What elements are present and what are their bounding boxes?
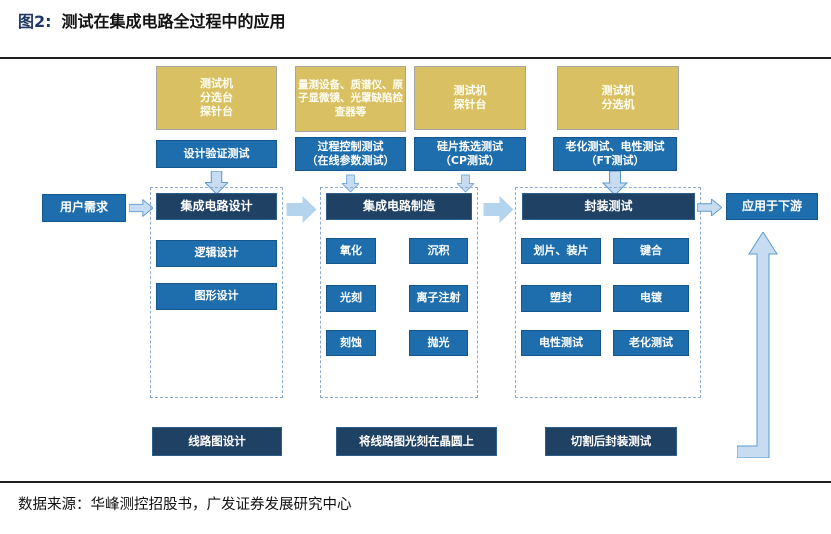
test-line: 过程控制测试	[317, 139, 384, 153]
step-box: 氧化	[326, 238, 376, 264]
stage-container-design	[150, 187, 283, 398]
step-label: 刻蚀	[340, 335, 362, 349]
data-source: 数据来源：华峰测控招股书，广发证券发展研究中心	[18, 497, 352, 513]
figure-label: 图2:	[18, 12, 52, 31]
input-box-user-demand: 用户需求	[42, 194, 126, 222]
stage-container-manufacturing	[320, 187, 478, 398]
equipment-box-ft: 测试机 分选机	[557, 66, 679, 130]
step-box: 逻辑设计	[156, 240, 277, 267]
step-box: 键合	[613, 238, 689, 264]
step-box: 塑封	[521, 285, 601, 312]
right-arrow-icon	[483, 196, 514, 223]
equipment-line: 测试机	[601, 83, 635, 97]
test-box-process-control: 过程控制测试 （在线参数测试）	[295, 137, 406, 171]
right-arrow-icon	[129, 199, 153, 217]
step-box: 刻蚀	[326, 330, 376, 356]
test-box-cp: 硅片拣选测试 （CP测试）	[414, 137, 526, 171]
step-box: 离子注射	[409, 285, 468, 312]
top-divider	[0, 57, 831, 59]
step-box: 图形设计	[156, 283, 277, 310]
step-box: 光刻	[326, 285, 376, 312]
figure-title: 测试在集成电路全过程中的应用	[61, 12, 286, 31]
equipment-line: 量测设备、质谱仪、原子显微镜、光罩缺陷检查器等	[298, 78, 403, 118]
equipment-box-process: 量测设备、质谱仪、原子显微镜、光罩缺陷检查器等	[295, 66, 406, 132]
step-box: 沉积	[409, 238, 468, 264]
right-arrow-icon	[697, 199, 722, 216]
stage-title-label: 封装测试	[584, 198, 633, 213]
step-label: 逻辑设计	[194, 246, 239, 260]
down-arrow-icon	[602, 171, 628, 195]
down-arrow-icon	[205, 171, 228, 194]
right-arrow-icon	[286, 196, 317, 223]
equipment-box-design: 测试机 分选台 探针台	[156, 66, 277, 130]
step-label: 电镀	[640, 291, 662, 305]
output-label: 应用于下游	[741, 198, 802, 213]
step-box: 抛光	[409, 330, 468, 356]
stage-title-packaging: 封装测试	[522, 193, 695, 220]
stage-footer-box: 线路图设计	[152, 427, 282, 456]
step-box: 老化测试	[613, 330, 689, 356]
test-box-ft: 老化测试、电性测试 （FT测试）	[553, 137, 677, 171]
equipment-box-cp: 测试机 探针台	[414, 66, 526, 130]
stage-container-packaging	[515, 187, 701, 398]
test-line: （CP测试）	[439, 154, 501, 167]
equipment-line: 探针台	[200, 105, 233, 119]
test-line: 设计验证测试	[183, 146, 250, 160]
stage-footer-label: 线路图设计	[188, 434, 246, 449]
figure-header: 图2: 测试在集成电路全过程中的应用	[18, 8, 286, 32]
step-label: 氧化	[340, 243, 362, 257]
step-label: 沉积	[427, 243, 450, 257]
test-line: （在线参数测试）	[306, 154, 395, 167]
up-return-arrow-icon	[737, 232, 781, 458]
step-label: 图形设计	[194, 289, 239, 303]
stage-title-design: 集成电路设计	[156, 193, 277, 220]
step-label: 划片、装片	[533, 243, 589, 257]
test-line: （FT测试）	[585, 154, 645, 167]
step-box: 划片、装片	[521, 238, 601, 264]
step-label: 离子注射	[416, 291, 461, 305]
step-box: 电镀	[613, 285, 689, 312]
stage-footer-label: 切割后封装测试	[570, 434, 652, 449]
stage-footer-label: 将线路图光刻在晶圆上	[359, 434, 474, 449]
output-box-downstream: 应用于下游	[726, 193, 818, 220]
stage-title-manufacturing: 集成电路制造	[326, 193, 472, 220]
test-line: 硅片拣选测试	[437, 139, 503, 153]
equipment-line: 测试机	[200, 76, 233, 90]
stage-title-label: 集成电路设计	[180, 198, 253, 213]
stage-title-label: 集成电路制造	[362, 198, 435, 213]
step-label: 抛光	[427, 335, 450, 349]
equipment-line: 探针台	[453, 98, 487, 111]
equipment-line: 分选机	[601, 98, 635, 111]
stage-footer-box: 切割后封装测试	[545, 427, 677, 456]
step-box: 电性测试	[521, 330, 601, 356]
step-label: 老化测试	[629, 335, 673, 349]
step-label: 键合	[640, 243, 662, 257]
stage-footer-box: 将线路图光刻在晶圆上	[336, 427, 497, 456]
test-line: 老化测试、电性测试	[565, 139, 665, 153]
test-box-design-verify: 设计验证测试	[156, 140, 277, 168]
equipment-line: 测试机	[453, 83, 487, 97]
bottom-divider	[0, 481, 831, 483]
ic-test-flow-diagram: 测试机 分选台 探针台 量测设备、质谱仪、原子显微镜、光罩缺陷检查器等 测试机 …	[0, 59, 831, 481]
equipment-line: 分选台	[200, 90, 233, 104]
step-label: 光刻	[340, 291, 362, 305]
input-label: 用户需求	[59, 200, 108, 215]
step-label: 塑封	[550, 291, 572, 305]
step-label: 电性测试	[539, 335, 583, 349]
